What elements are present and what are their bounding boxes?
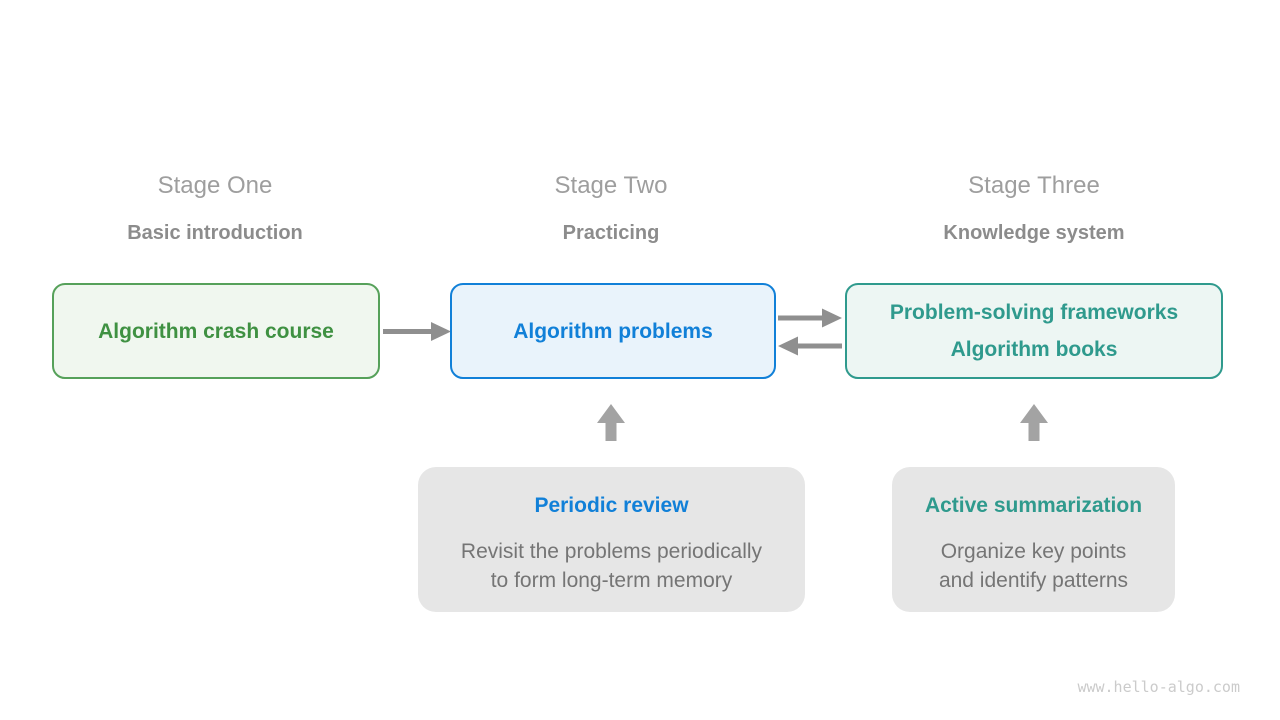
note-body-line: Organize key points [940, 540, 1127, 563]
note-body-line: to form long-term memory [490, 569, 733, 592]
note-body: Revisit the problems periodically to for… [418, 537, 805, 595]
stage-two-title: Stage Two [554, 172, 668, 199]
box-label: Algorithm crash course [98, 319, 334, 343]
stage-three-title: Stage Three [968, 172, 1100, 199]
box-label: Problem-solving frameworks [889, 301, 1179, 324]
right-arrow-icon [383, 322, 451, 341]
algorithm-crash-course-box: Algorithm crash course [52, 283, 380, 379]
box-label: Algorithm books [950, 338, 1118, 361]
active-summarization-note: Active summarization Organize key points… [892, 467, 1175, 612]
stage-one-subtitle: Basic introduction [127, 222, 303, 244]
left-arrow-icon [778, 336, 842, 356]
note-title: Active summarization [924, 494, 1143, 517]
periodic-review-note: Periodic review Revisit the problems per… [418, 467, 805, 612]
up-block-arrow-icon [1020, 404, 1048, 441]
up-block-arrow-icon [597, 404, 625, 441]
note-title: Periodic review [534, 494, 689, 517]
note-body-line: and identify patterns [938, 569, 1129, 592]
knowledge-system-box: Problem-solving frameworks Algorithm boo… [845, 283, 1223, 379]
algorithm-problems-box: Algorithm problems [450, 283, 776, 379]
note-body: Organize key points and identify pattern… [892, 537, 1175, 595]
right-arrow-icon [778, 308, 842, 328]
stage-one-title: Stage One [157, 172, 273, 199]
stage-three-subtitle: Knowledge system [943, 222, 1125, 244]
note-body-line: Revisit the problems periodically [460, 540, 763, 563]
box-label: Algorithm problems [513, 319, 713, 343]
watermark: www.hello-algo.com [1077, 678, 1240, 696]
stage-two-subtitle: Practicing [562, 222, 660, 244]
